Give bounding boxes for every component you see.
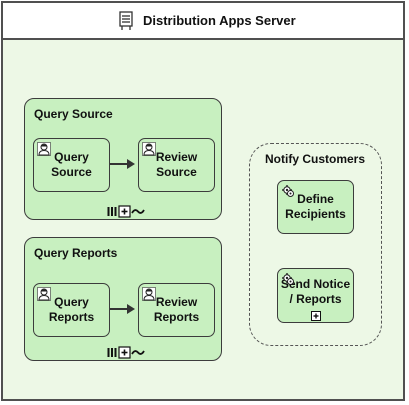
subprocess-query-reports[interactable]: Query Reports Query Reports Review Repor… (24, 237, 222, 361)
pool-title: Distribution Apps Server (143, 13, 296, 28)
task-label: Send Notice / Reports (280, 276, 351, 306)
task-query-source[interactable]: Query Source (33, 138, 110, 192)
server-icon (119, 11, 133, 30)
task-review-source[interactable]: Review Source (138, 138, 215, 192)
task-label: Review Reports (153, 295, 200, 324)
task-review-reports[interactable]: Review Reports (138, 283, 215, 337)
flow-arrow-query-to-review-source[interactable] (110, 159, 135, 169)
loop-collapse-adhoc-markers (107, 205, 145, 218)
task-send-notice-reports[interactable]: Send Notice / Reports (277, 268, 354, 323)
task-label: Query Reports (48, 295, 95, 324)
task-label: Query Source (51, 150, 92, 179)
subprocess-query-source[interactable]: Query Source Query Source Review Source (24, 98, 222, 220)
task-label: Define Recipients (285, 192, 346, 221)
user-icon (37, 287, 51, 301)
task-define-recipients[interactable]: Define Recipients (277, 180, 354, 234)
subprocess-title: Query Reports (34, 246, 118, 260)
group-notify-customers[interactable]: Notify Customers Define Recipients Send … (249, 143, 382, 346)
flow-arrow-query-to-review-reports[interactable] (110, 304, 135, 314)
task-query-reports[interactable]: Query Reports (33, 283, 110, 337)
gear-icon (282, 185, 294, 197)
user-icon (142, 142, 156, 156)
gear-icon (282, 273, 294, 285)
loop-collapse-adhoc-markers (107, 346, 145, 359)
user-icon (37, 142, 51, 156)
group-title: Notify Customers (265, 152, 366, 166)
subprocess-title: Query Source (34, 107, 113, 121)
user-icon (142, 287, 156, 301)
task-label: Review Source (155, 150, 198, 179)
pool-header: Distribution Apps Server (3, 3, 403, 40)
collapse-marker-icon (311, 311, 321, 321)
